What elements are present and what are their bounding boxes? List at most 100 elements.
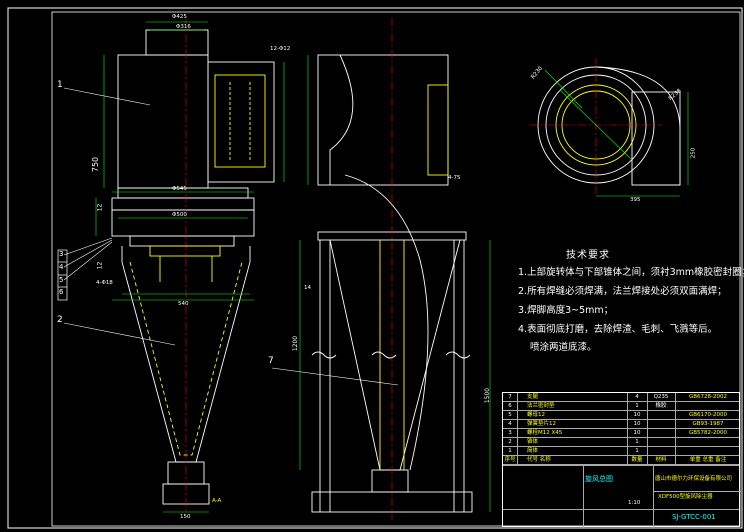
bom-header-qty: 数量 [631, 457, 643, 463]
dim-d425: Φ425 [172, 14, 187, 20]
bom-no: 4 [508, 421, 512, 427]
bom-name: 支腿 [527, 394, 539, 400]
bom-no: 7 [508, 394, 512, 400]
dim-d316: Φ316 [176, 24, 191, 30]
tech-note-line: 2.所有焊缝必须焊满，法兰焊接处必须双面满焊； [518, 286, 727, 297]
dim-d395: 395 [630, 197, 641, 203]
part-label-6: 6 [59, 288, 64, 296]
bom-row: 2 锥体 1 [503, 438, 739, 447]
bom-std: GB93-1987 [692, 421, 724, 427]
front-view [111, 18, 275, 512]
bom-mat: 橡胶 [655, 403, 667, 409]
bom-name: 弹簧垫片12 [527, 421, 556, 427]
side-view [311, 18, 473, 520]
bom-std [675, 438, 741, 447]
dim-d12b: 12 [96, 261, 104, 270]
part-label-1: 1 [57, 80, 63, 90]
technical-requirements-title: 技术要求 [566, 250, 610, 261]
bom-name: 锥体 [527, 439, 539, 445]
dim-aa: A-A [212, 498, 222, 504]
tb-row [503, 509, 739, 510]
bom-row: 1 简体 1 [503, 447, 739, 456]
bom-mat [647, 411, 675, 420]
bom-qty: 1 [635, 403, 639, 409]
dim-d4-75: 4-75 [448, 175, 461, 181]
dim-d150: 150 [180, 514, 191, 520]
bom-header-name: 代号 名称 [527, 457, 551, 463]
dim-d545: Φ545 [172, 186, 187, 192]
bom-header-row: 序号 代号 名称 数量 材料 单重 总重 备注 [503, 456, 739, 465]
dim-d12x12: 12-Φ12 [270, 46, 291, 52]
dim-d750: 750 [91, 156, 101, 173]
bom-row: 6 法兰密封垫 1 橡胶 [503, 402, 739, 411]
product-name: XDF500型旋风除尘器 [658, 494, 713, 500]
bom-qty: 4 [635, 394, 639, 400]
bom-mat: Q235 [653, 394, 669, 400]
front-dimensions [95, 21, 285, 513]
part-label-2: 2 [57, 315, 63, 325]
bom-header-no: 序号 [504, 457, 516, 463]
bom-std [675, 447, 741, 456]
dim-d14: 14 [304, 285, 311, 291]
drawing-number: SJ-GTCC-001 [672, 513, 716, 521]
bom-qty: 10 [633, 430, 641, 436]
bom-qty: 1 [635, 439, 639, 445]
sheet-frame [7, 7, 743, 529]
dim-d540: 540 [178, 301, 189, 307]
bom-std: GB6170-2000 [688, 412, 727, 418]
bom-std [675, 402, 741, 411]
bom-mat [647, 438, 675, 447]
tech-note-line: 喷涂两道底漆。 [530, 342, 597, 353]
drawing-scale: 1:10 [628, 500, 641, 506]
bom-std: GB6728-2002 [688, 394, 727, 400]
tech-note-line: 4.表面彻底打磨，去除焊渣、毛刺、飞溅等后。 [518, 324, 718, 335]
bom-row: 7 支腿 4 Q235 GB6728-2002 [503, 393, 739, 402]
dim-d500: Φ500 [172, 212, 187, 218]
bom-qty: 10 [633, 421, 641, 427]
bom-mat [647, 429, 675, 438]
sheet-inner-frame [51, 11, 741, 527]
tb-row [503, 465, 739, 466]
left-margin-blocks [57, 249, 68, 301]
bom-std: GB5782-2000 [688, 430, 727, 436]
tb-divider [653, 465, 654, 528]
dim-d12a: 12 [96, 203, 104, 212]
bom-qty: 10 [633, 412, 641, 418]
bom-no: 2 [508, 439, 512, 445]
dim-d1200: 1200 [292, 335, 300, 352]
top-view [530, 58, 689, 197]
bom-row: 4 弹簧垫片12 10 GB93-1987 [503, 420, 739, 429]
company-name: 唐山市德尔力环保设备有限公司 [655, 476, 733, 482]
bom-no: 3 [508, 430, 512, 436]
dim-d1500: 1500 [484, 387, 492, 404]
bom-qty: 1 [635, 448, 639, 454]
front-leaders [63, 87, 176, 346]
tb-divider [647, 393, 648, 465]
drawing-title: 旋风总图 [585, 475, 613, 483]
part-label-5: 5 [59, 276, 64, 284]
bom-no: 6 [508, 403, 512, 409]
bom-name: 简体 [527, 448, 539, 454]
tb-divider [517, 393, 518, 465]
leader-7 [271, 367, 399, 386]
bom-row: 5 螺母12 10 GB6170-2000 [503, 411, 739, 420]
bom-name: 法兰密封垫 [527, 403, 555, 409]
dim-d4-18: 4-Φ18 [96, 280, 113, 286]
tb-divider [627, 393, 628, 465]
part-label-7: 7 [268, 356, 274, 366]
bom-no: 1 [508, 448, 512, 454]
part-label-3: 3 [59, 250, 64, 258]
bom-mat [647, 420, 675, 429]
bom-name: 螺母12 [527, 412, 545, 418]
bom-header-std: 单重 总重 备注 [689, 457, 727, 463]
tb-divider [583, 465, 584, 528]
bom-mat [647, 447, 675, 456]
bom-header-mat: 材料 [655, 457, 667, 463]
bom-row: 3 螺栓M12 X45 10 GB5782-2000 [503, 429, 739, 438]
tb-row [653, 491, 741, 492]
title-block: 7 支腿 4 Q235 GB6728-2002 6 法兰密封垫 1 橡胶 5 螺… [502, 392, 741, 528]
side-dimensions [299, 55, 491, 512]
tb-divider [675, 393, 676, 465]
tech-note-line: 1.上部旋转体与下部锥体之间，须衬3mm橡胶密封圈； [518, 267, 744, 278]
